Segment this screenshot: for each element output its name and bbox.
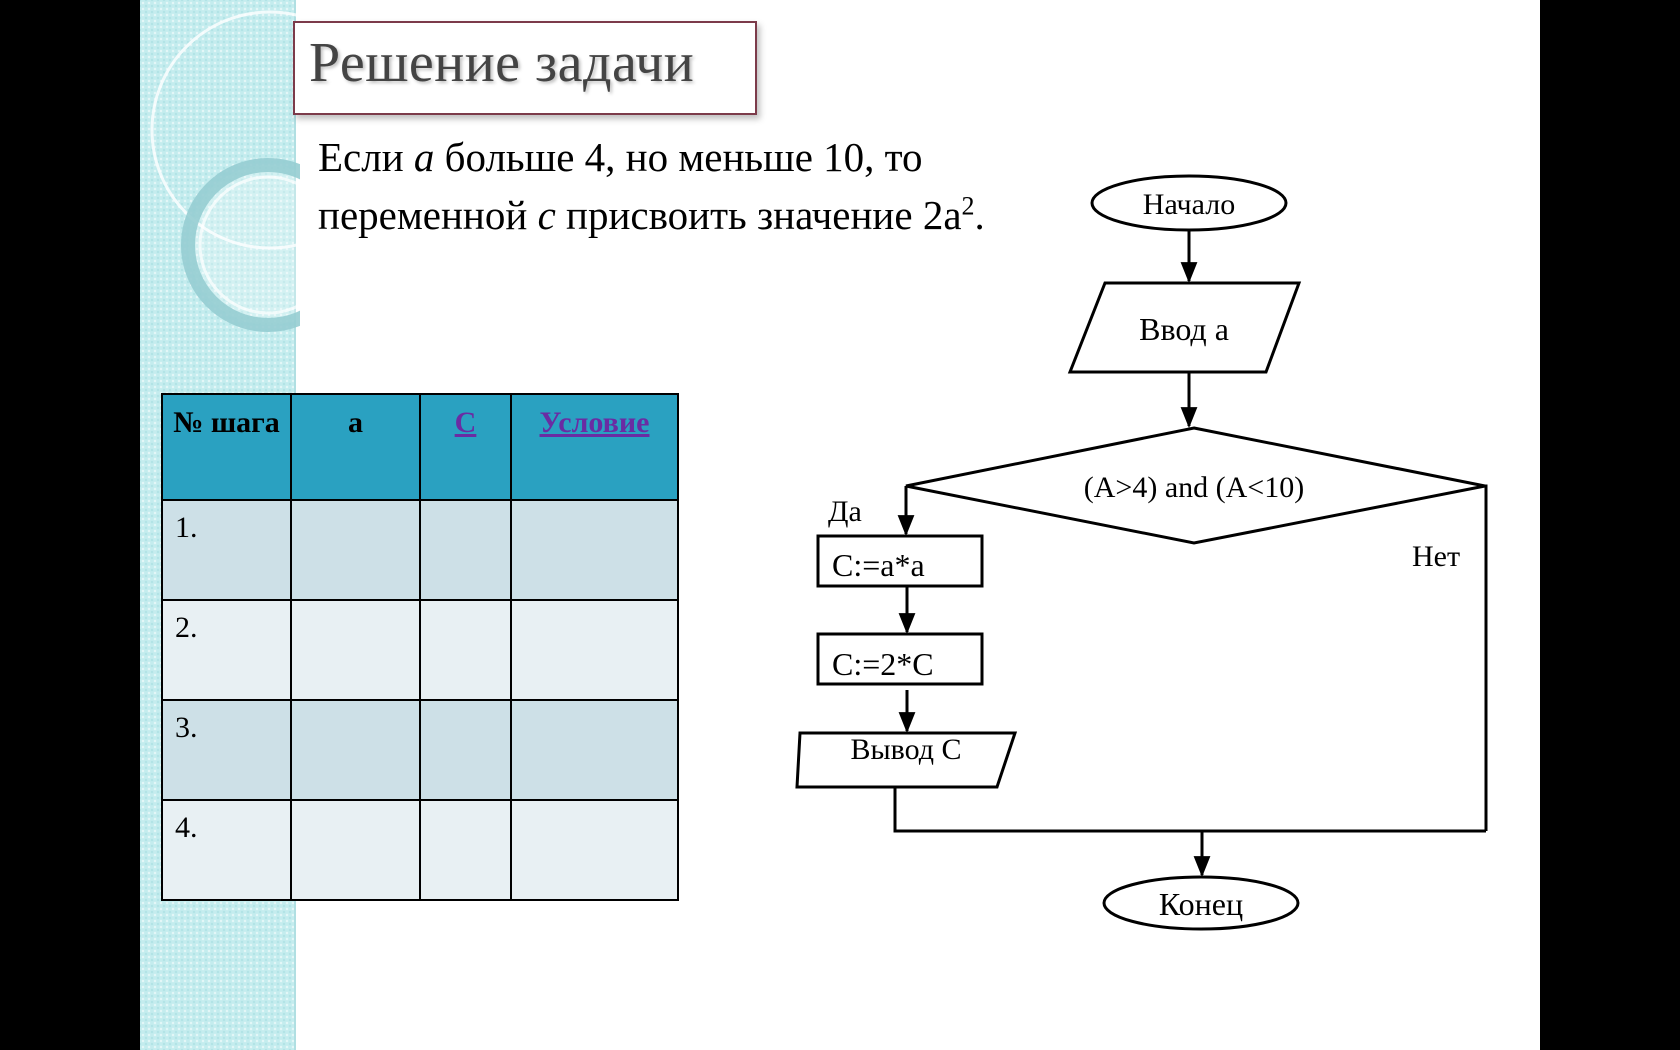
table-row: 2. [161, 599, 679, 701]
table-cell: 2. [161, 599, 292, 701]
slide: Решение задачи Если a больше 4, но меньш… [140, 0, 1540, 1050]
task-line2-start: переменной [318, 192, 528, 238]
yes-label: Да [828, 495, 862, 528]
table-row: 3. [161, 699, 679, 801]
header-a: a [290, 393, 421, 501]
step2-label: C:=2*C [832, 646, 934, 682]
task-line1-start: Если [318, 134, 404, 180]
line-no-branch [1484, 484, 1488, 831]
title-box: Решение задачи [293, 21, 757, 115]
page-title: Решение задачи [309, 32, 695, 94]
task-superscript: 2 [961, 191, 975, 221]
table-cell [419, 599, 512, 701]
table-header-row: № шага a C Условие [161, 393, 679, 501]
input-parallelogram [1067, 281, 1302, 374]
task-period: . [974, 192, 985, 238]
trace-table: № шага a C Условие 1. 2. 3. [161, 393, 679, 901]
table-cell: 1. [161, 499, 292, 601]
table-cell [510, 699, 679, 801]
input-label: Ввод a [1139, 311, 1229, 347]
task-var-a: a [413, 134, 435, 180]
condition-label: (A>4) and (A<10) [1084, 471, 1304, 504]
header-c-link[interactable]: C [419, 393, 512, 501]
table-row: 1. [161, 499, 679, 601]
header-condition-link[interactable]: Условие [510, 393, 679, 501]
table-cell [419, 799, 512, 901]
table-cell: 3. [161, 699, 292, 801]
table-cell [290, 699, 421, 801]
table-cell [290, 499, 421, 601]
flowchart: Начало Ввод a (A>4) and (A<10) Да Нет C:… [795, 174, 1488, 931]
step1-rect [816, 534, 984, 588]
step1-label: C:=a*a [832, 547, 925, 583]
output-parallelogram [795, 731, 1018, 789]
table-cell [419, 699, 512, 801]
task-var-c: c [537, 192, 556, 238]
table-cell: 4. [161, 799, 292, 901]
table-cell [419, 499, 512, 601]
condition-diamond [905, 426, 1486, 545]
task-line2-end: присвоить значение 2a [566, 192, 962, 238]
output-label: Вывод C [850, 733, 961, 766]
start-label: Начало [1143, 188, 1235, 221]
table-cell [290, 599, 421, 701]
task-line1-end: больше 4, но меньше 10, то [444, 134, 923, 180]
end-label: Конец [1159, 886, 1243, 922]
task-text: Если a больше 4, но меньше 10, то переме… [318, 128, 1078, 244]
table-cell [290, 799, 421, 901]
line-output-merge [893, 787, 1486, 833]
decorative-circles [150, 10, 300, 332]
table-row: 4. [161, 799, 679, 901]
table-cell [510, 599, 679, 701]
no-label: Нет [1412, 540, 1460, 573]
table-cell [510, 499, 679, 601]
table-cell [510, 799, 679, 901]
header-step: № шага [161, 393, 292, 501]
